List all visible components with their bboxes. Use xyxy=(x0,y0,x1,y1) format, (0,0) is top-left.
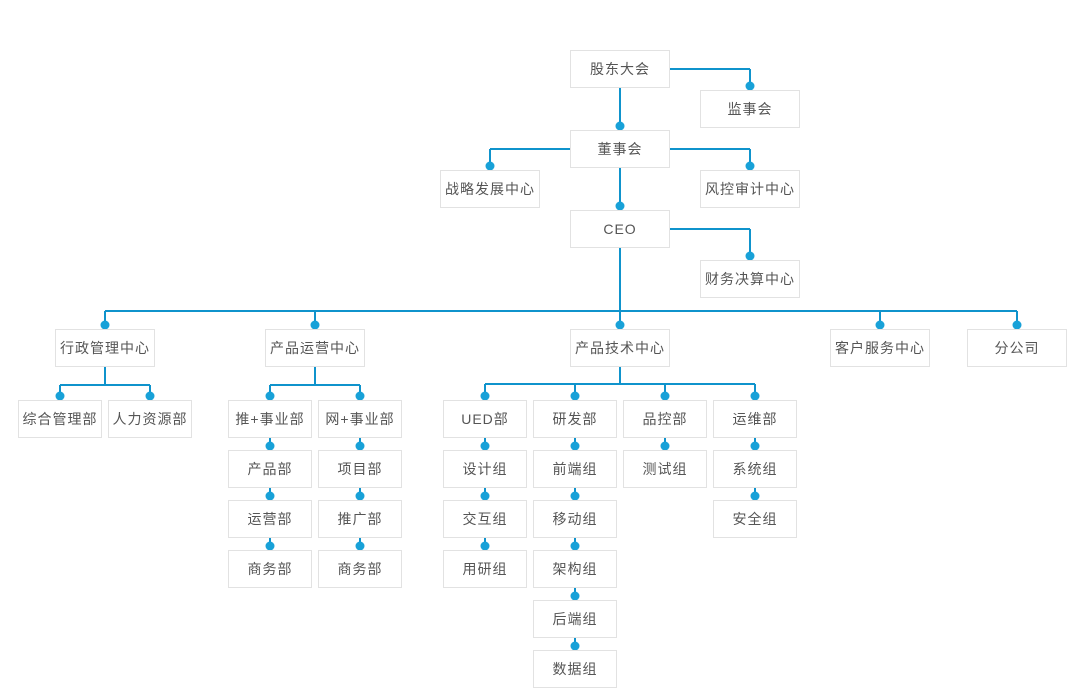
org-node-om: 运维部 xyxy=(713,400,797,438)
connector-dot xyxy=(570,641,580,651)
org-node-qc: 品控部 xyxy=(623,400,707,438)
connector-dot xyxy=(660,391,670,401)
org-node-board: 董事会 xyxy=(570,130,670,168)
connector-dot xyxy=(480,391,490,401)
org-node-security: 安全组 xyxy=(713,500,797,538)
org-node-shareholders: 股东大会 xyxy=(570,50,670,88)
org-node-hr: 人力资源部 xyxy=(108,400,192,438)
org-node-finance: 财务决算中心 xyxy=(700,260,800,298)
org-node-general: 综合管理部 xyxy=(18,400,102,438)
connector-dot xyxy=(570,391,580,401)
connector-dot xyxy=(745,161,755,171)
connector-dot xyxy=(480,491,490,501)
connector-dot xyxy=(355,441,365,451)
connector-dot xyxy=(355,391,365,401)
connector-dot xyxy=(745,251,755,261)
org-node-architecture: 架构组 xyxy=(533,550,617,588)
connector-dot xyxy=(570,591,580,601)
org-node-prodtech: 产品技术中心 xyxy=(570,329,670,367)
connector-dot xyxy=(615,320,625,330)
connector-dot xyxy=(480,541,490,551)
org-node-ued: UED部 xyxy=(443,400,527,438)
connector-dot xyxy=(355,491,365,501)
org-node-research: 用研组 xyxy=(443,550,527,588)
connector-dot xyxy=(100,320,110,330)
org-node-operations: 运营部 xyxy=(228,500,312,538)
connector-dot xyxy=(55,391,65,401)
connector-dot xyxy=(750,491,760,501)
org-node-mobile: 移动组 xyxy=(533,500,617,538)
org-node-admin: 行政管理中心 xyxy=(55,329,155,367)
org-node-promotion: 推广部 xyxy=(318,500,402,538)
connector-dot xyxy=(310,320,320,330)
org-node-system: 系统组 xyxy=(713,450,797,488)
org-node-design: 设计组 xyxy=(443,450,527,488)
connector-dot xyxy=(265,541,275,551)
connector-dot xyxy=(485,161,495,171)
connector-dot xyxy=(355,541,365,551)
connector-dot xyxy=(570,491,580,501)
connector-dot xyxy=(750,391,760,401)
org-node-branch: 分公司 xyxy=(967,329,1067,367)
connector-dot xyxy=(660,441,670,451)
connector-dot xyxy=(570,541,580,551)
org-node-project: 项目部 xyxy=(318,450,402,488)
org-node-risk: 风控审计中心 xyxy=(700,170,800,208)
org-node-tui: 推+事业部 xyxy=(228,400,312,438)
connector-dot xyxy=(480,441,490,451)
connector-dot xyxy=(745,81,755,91)
org-node-backend: 后端组 xyxy=(533,600,617,638)
connector-dot xyxy=(265,491,275,501)
org-node-interaction: 交互组 xyxy=(443,500,527,538)
connector-dot xyxy=(265,391,275,401)
org-node-supervisory: 监事会 xyxy=(700,90,800,128)
connector-dot xyxy=(1012,320,1022,330)
org-node-frontend: 前端组 xyxy=(533,450,617,488)
connector-dot xyxy=(615,201,625,211)
org-node-business2: 商务部 xyxy=(318,550,402,588)
org-node-business1: 商务部 xyxy=(228,550,312,588)
org-node-wang: 网+事业部 xyxy=(318,400,402,438)
connector-dot xyxy=(750,441,760,451)
org-node-prodops: 产品运营中心 xyxy=(265,329,365,367)
org-node-ceo: CEO xyxy=(570,210,670,248)
connector-dot xyxy=(265,441,275,451)
org-node-custsvc: 客户服务中心 xyxy=(830,329,930,367)
connector-dot xyxy=(875,320,885,330)
org-node-testing: 测试组 xyxy=(623,450,707,488)
org-node-product: 产品部 xyxy=(228,450,312,488)
org-node-rd: 研发部 xyxy=(533,400,617,438)
connector-dot xyxy=(570,441,580,451)
org-node-strategy: 战略发展中心 xyxy=(440,170,540,208)
connector-dot xyxy=(615,121,625,131)
connector-dot xyxy=(145,391,155,401)
org-node-data: 数据组 xyxy=(533,650,617,688)
